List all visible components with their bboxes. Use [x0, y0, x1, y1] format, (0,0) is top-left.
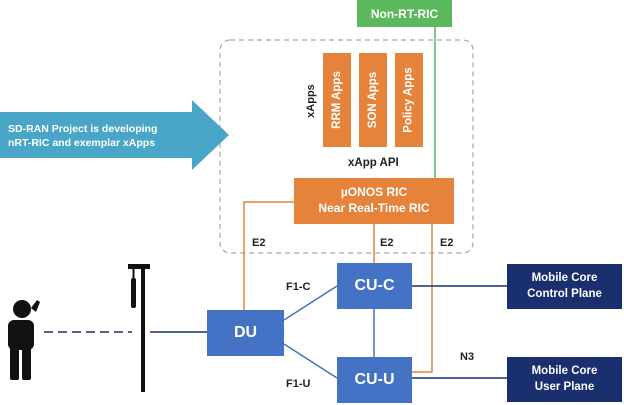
xapp-api-label: xApp API [348, 157, 399, 169]
onos-ric-box[interactable]: µONOS RIC Near Real-Time RIC [294, 178, 454, 224]
e2-label-cuc: E2 [380, 237, 394, 249]
cu-c-box[interactable]: CU-C [337, 263, 412, 309]
cu-u-box[interactable]: CU-U [337, 357, 412, 403]
son-apps-box[interactable]: SON Apps [359, 53, 387, 147]
core-user-plane-box[interactable]: Mobile Core User Plane [507, 357, 622, 402]
e2-link-cuu [412, 224, 433, 373]
ric-region-border [219, 39, 474, 254]
e2-label-du: E2 [252, 237, 266, 249]
xapps-label: xApps [302, 62, 320, 140]
callout-text: SD-RAN Project is developing nRT-RIC and… [8, 122, 158, 149]
f1u-link [283, 343, 338, 379]
policy-apps-box[interactable]: Policy Apps [395, 53, 423, 147]
e2-link-du [243, 201, 294, 312]
e2-label-cuu: E2 [440, 237, 454, 249]
f1u-label: F1-U [286, 378, 311, 390]
son-apps-label: SON Apps [367, 71, 380, 129]
rrm-apps-label: RRM Apps [331, 71, 343, 129]
n3-label: N3 [460, 351, 475, 363]
non-rt-ric-box[interactable]: Non-RT-RIC [357, 0, 452, 27]
core-control-plane-box[interactable]: Mobile Core Control Plane [507, 264, 622, 309]
rrm-apps-box[interactable]: RRM Apps [323, 53, 351, 147]
policy-apps-label: Policy Apps [403, 67, 415, 133]
callout-arrow [0, 100, 229, 170]
person-icon [8, 300, 40, 380]
cell-tower-icon [128, 264, 150, 392]
f1c-link [283, 285, 338, 321]
xapps-label-text: xApps [305, 84, 317, 118]
f1c-label: F1-C [286, 281, 311, 293]
du-box[interactable]: DU [207, 310, 284, 356]
